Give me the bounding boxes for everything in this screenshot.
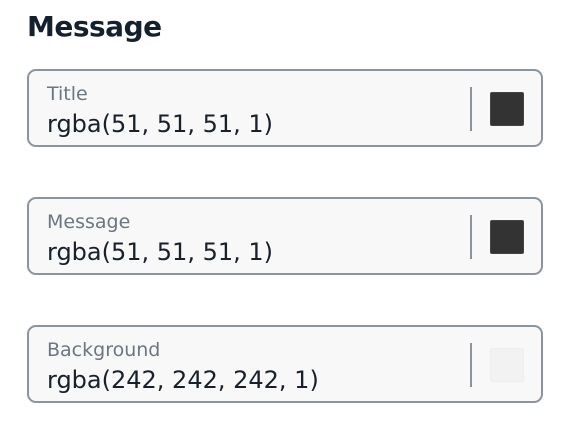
background-color-label: Background <box>47 339 161 361</box>
background-color-input[interactable]: rgba(242, 242, 242, 1) <box>47 366 319 394</box>
field-divider <box>470 215 472 259</box>
title-color-input[interactable]: rgba(51, 51, 51, 1) <box>47 110 274 138</box>
message-color-input[interactable]: rgba(51, 51, 51, 1) <box>47 238 274 266</box>
message-color-label: Message <box>47 211 131 233</box>
message-color-swatch[interactable] <box>490 220 524 254</box>
section-title: Message <box>27 10 162 43</box>
field-divider <box>470 87 472 131</box>
title-color-swatch[interactable] <box>490 92 524 126</box>
field-divider <box>470 343 472 387</box>
title-color-label: Title <box>47 83 88 105</box>
message-color-field[interactable]: Message rgba(51, 51, 51, 1) <box>27 197 543 275</box>
background-color-swatch[interactable] <box>490 348 524 382</box>
background-color-field[interactable]: Background rgba(242, 242, 242, 1) <box>27 325 543 403</box>
title-color-field[interactable]: Title rgba(51, 51, 51, 1) <box>27 69 543 147</box>
